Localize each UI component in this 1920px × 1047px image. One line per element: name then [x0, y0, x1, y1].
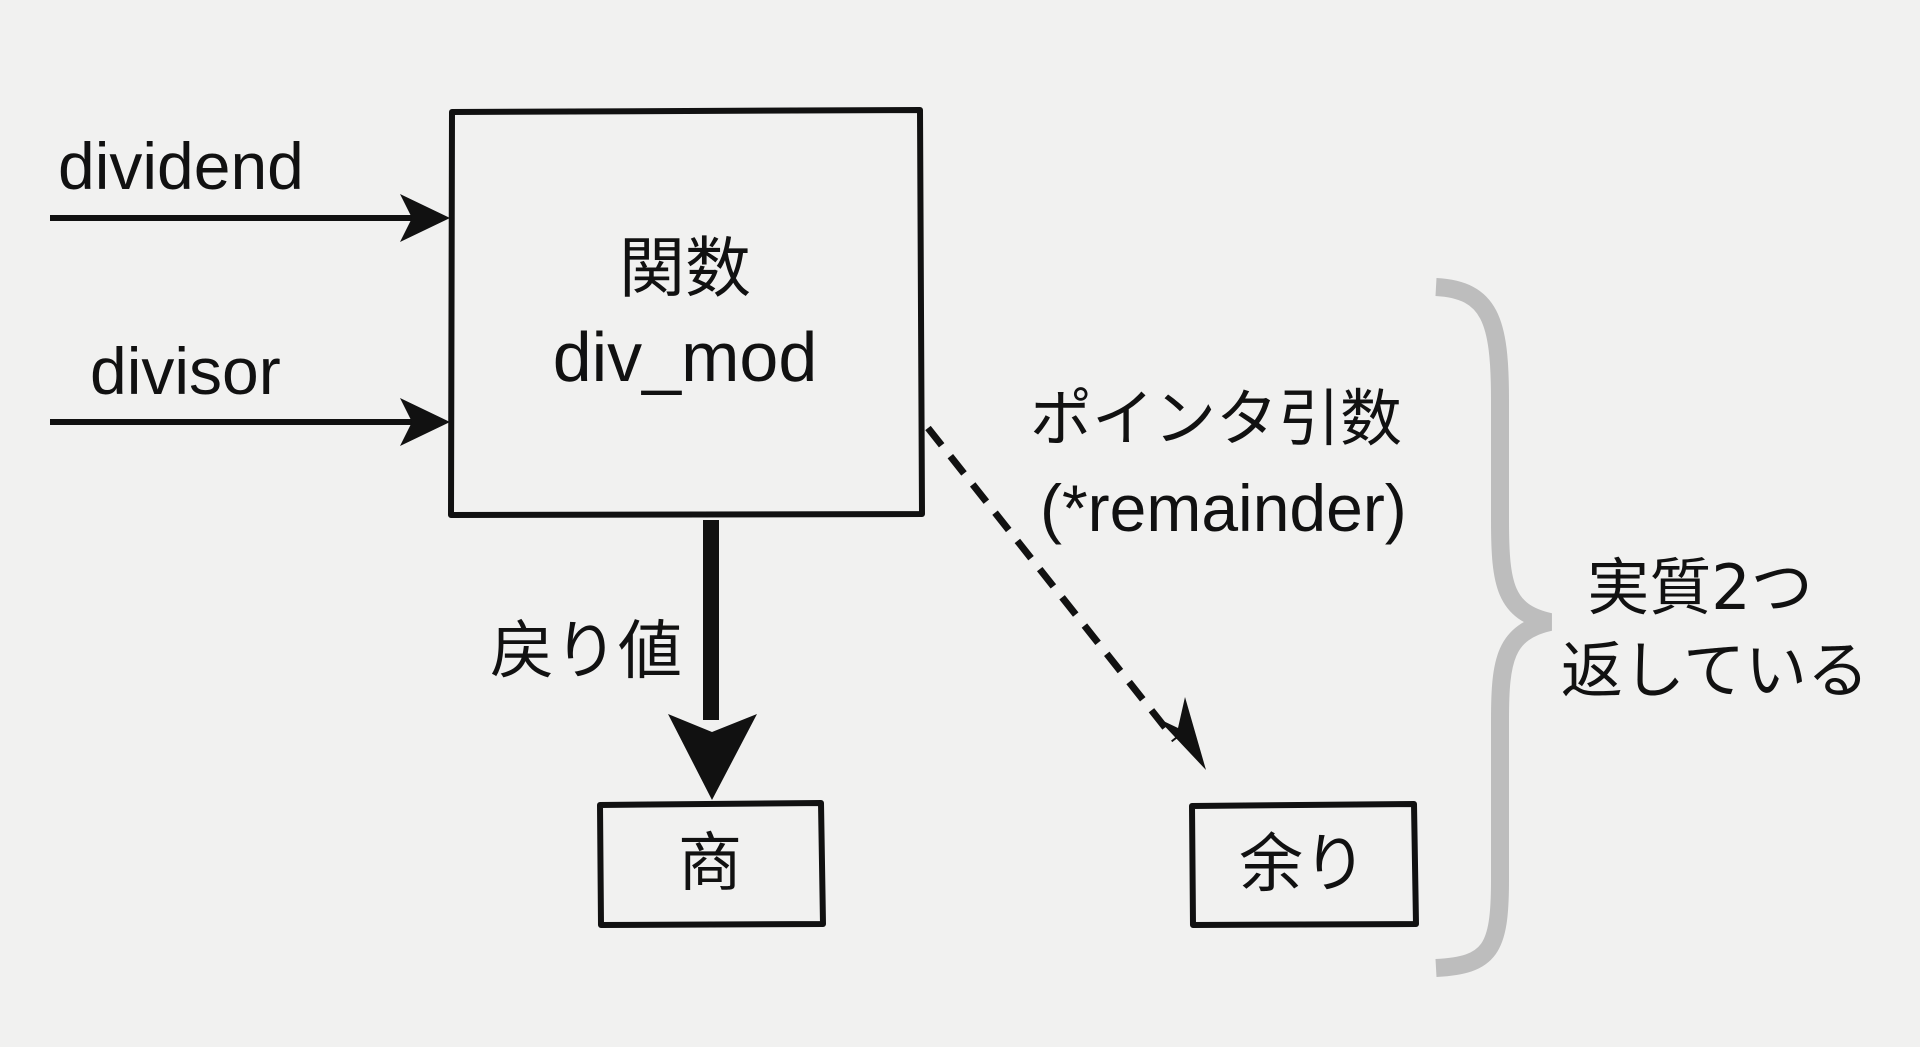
function-box: [448, 107, 925, 518]
quotient-label: 商: [678, 827, 742, 901]
dividend-arrow-head: [400, 194, 450, 242]
quotient-box: [597, 800, 826, 928]
curly-brace: [1435, 278, 1553, 977]
pointer-arrow-shaft: [925, 425, 1178, 743]
remainder-box: [1189, 801, 1419, 928]
summary-line-2: 返している: [1560, 634, 1870, 707]
pointer-arg-param: (*remainder): [1040, 471, 1407, 545]
pointer-arrow-head: [1157, 697, 1206, 770]
pointer-arrow: [925, 425, 1206, 770]
return-value-arrow: [668, 520, 757, 800]
return-value-label: 戻り値: [490, 615, 682, 689]
summary-line-1: 実質2つ: [1587, 551, 1813, 624]
divisor-label: divisor: [90, 334, 281, 408]
function-title: 関数: [619, 230, 751, 307]
return-arrow-head: [668, 714, 757, 800]
dividend-label: dividend: [58, 129, 304, 203]
remainder-label: 余り: [1239, 828, 1367, 902]
function-name: div_mod: [552, 318, 818, 396]
pointer-arg-label: ポインタ引数: [1030, 382, 1403, 455]
dividend-arrow: [50, 194, 450, 242]
divisor-arrow-head: [400, 398, 450, 446]
divisor-arrow: [50, 398, 450, 446]
